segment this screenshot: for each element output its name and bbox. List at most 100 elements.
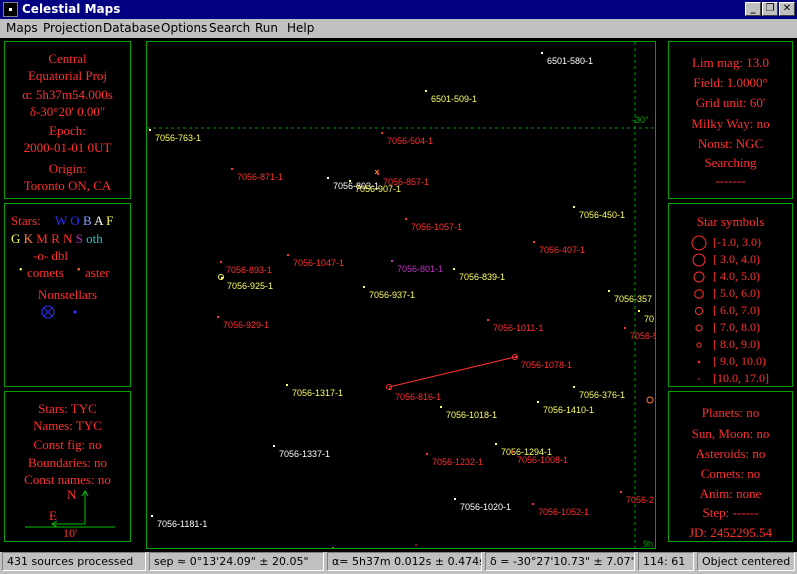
origin-value: Toronto ON, CA: [23, 178, 112, 193]
star-label[interactable]: 7056-1294-1: [501, 447, 553, 457]
spectral-class-n: N: [63, 231, 76, 246]
star-marker[interactable]: [363, 286, 365, 288]
star-marker[interactable]: [440, 406, 442, 408]
star-label[interactable]: 7056-937-1: [369, 290, 416, 300]
restore-icon[interactable]: ❐: [762, 2, 778, 16]
star-marker[interactable]: [453, 268, 455, 270]
star-label[interactable]: 7056-839-1: [459, 272, 506, 282]
menu-database[interactable]: Database: [103, 21, 161, 35]
star-marker[interactable]: [495, 443, 497, 445]
sky-map-view[interactable]: -30° 9h 6501-580-1 6501-509-1 7056-763-1 70…: [146, 41, 656, 549]
star-marker[interactable]: [405, 218, 407, 220]
star-label[interactable]: 7056-1410-1: [543, 405, 595, 415]
star-label[interactable]: 7056-357: [614, 294, 653, 304]
star-label[interactable]: 7056-1337-1: [279, 449, 331, 459]
star-label[interactable]: 7056-1011-1: [493, 323, 544, 333]
menu-projection[interactable]: Projection: [43, 21, 103, 35]
menu-options[interactable]: Options: [161, 21, 208, 35]
star-marker[interactable]: [381, 132, 383, 134]
star-label[interactable]: 7056-1047-1: [293, 258, 345, 268]
star-label[interactable]: 7056-893-1: [226, 265, 273, 275]
star-label[interactable]: 7056-407-1: [539, 245, 586, 255]
star-marker[interactable]: [327, 177, 329, 179]
star-marker[interactable]: [221, 277, 223, 279]
star-label[interactable]: 7056-450-1: [579, 210, 626, 220]
star-label[interactable]: 7056-504-1: [387, 136, 434, 146]
solar-system-panel: Planets: no Sun, Moon: no Asteroids: no …: [668, 391, 793, 542]
spectral-class-s: S: [75, 231, 87, 246]
star-label[interactable]: 7056-929-1: [223, 320, 270, 330]
star-marker[interactable]: [286, 384, 288, 386]
star-marker[interactable]: [624, 327, 626, 329]
star-symbols-title: Star symbols: [696, 214, 765, 229]
app-icon[interactable]: [3, 2, 18, 17]
star-marker[interactable]: [287, 254, 289, 256]
star-marker[interactable]: [151, 515, 153, 517]
star-label[interactable]: 7056-1317-1: [292, 388, 344, 398]
minimize-icon[interactable]: _: [745, 2, 761, 16]
status-sources: 431 sources processed: [2, 552, 146, 571]
star-label[interactable]: 7056-801-1: [397, 264, 444, 274]
star-marker[interactable]: [573, 206, 575, 208]
menu-search[interactable]: Search: [209, 21, 251, 35]
star-marker[interactable]: [541, 52, 543, 54]
star-label[interactable]: 7056-1018-1: [446, 410, 498, 420]
menu-maps[interactable]: Maps: [6, 21, 38, 35]
star-marker[interactable]: [608, 290, 610, 292]
magnitude-range-6: [ 8.0, 9.0): [713, 337, 760, 351]
star-label[interactable]: 7056-857-1: [383, 177, 430, 187]
star-label[interactable]: 7056-907-1: [355, 184, 402, 194]
star-label[interactable]: 6501-580-1: [547, 56, 594, 66]
star-marker[interactable]: [454, 498, 456, 500]
star-symbols-panel: Star symbols [-1.0, 3.0)[ 3.0, 4.0)[ 4.0…: [668, 203, 793, 387]
star-label[interactable]: 6501-509-1: [431, 94, 478, 104]
star-marker[interactable]: [533, 241, 535, 243]
star-label[interactable]: 7056-1078-1: [521, 360, 573, 370]
comet-symbol: •: [19, 265, 23, 276]
star-label[interactable]: 7056-508-1: [630, 331, 655, 341]
star-marker[interactable]: [231, 168, 233, 170]
star-label[interactable]: 7056-1052-1: [538, 507, 590, 517]
ra-grid-label: 9h: [643, 539, 654, 549]
star-marker[interactable]: [487, 319, 489, 321]
scale-label: 10': [63, 526, 78, 540]
star-marker[interactable]: [620, 491, 622, 493]
star-label[interactable]: 7056-816-1: [395, 392, 442, 402]
star-label[interactable]: 7056-803-1: [333, 181, 380, 191]
dec-grid-label: -30°: [632, 115, 649, 125]
star-marker[interactable]: [220, 261, 222, 263]
star-marker[interactable]: [217, 316, 219, 318]
star-label[interactable]: 7056-871-1: [237, 172, 284, 182]
comets-status: Comets: no: [700, 466, 761, 481]
star-label[interactable]: 7056-1020-1: [460, 502, 512, 512]
star-marker[interactable]: [573, 386, 575, 388]
star-label[interactable]: 7056-1057-1: [411, 222, 463, 232]
star-marker[interactable]: [638, 310, 640, 312]
star-label[interactable]: 70: [644, 314, 655, 324]
star-marker[interactable]: [389, 388, 391, 390]
step-status: Step: ------: [702, 505, 759, 520]
star-marker[interactable]: [426, 453, 428, 455]
star-marker[interactable]: [377, 173, 379, 175]
menu-run[interactable]: Run: [255, 21, 279, 35]
star-label[interactable]: 7056-1181-1: [157, 519, 208, 529]
star-label[interactable]: 7056-763-1: [155, 133, 202, 143]
center-dec: δ-30°20' 0.00": [29, 104, 106, 119]
close-icon[interactable]: ✕: [779, 2, 795, 16]
star-marker[interactable]: [349, 180, 351, 182]
star-marker[interactable]: [273, 445, 275, 447]
star-label[interactable]: 7056-2: [626, 495, 655, 505]
menu-bar: Maps Projection Database Options Search …: [0, 19, 797, 38]
star-label[interactable]: 7056-1008-1: [517, 455, 569, 465]
star-marker[interactable]: [515, 356, 517, 358]
star-label[interactable]: 7056-925-1: [227, 281, 274, 291]
star-marker[interactable]: [537, 401, 539, 403]
star-marker[interactable]: [511, 451, 513, 453]
star-marker[interactable]: [391, 260, 393, 262]
star-label[interactable]: 7056-376-1: [579, 390, 626, 400]
menu-help[interactable]: Help: [287, 21, 315, 35]
star-marker[interactable]: [532, 503, 534, 505]
star-marker[interactable]: [425, 90, 427, 92]
star-marker[interactable]: [149, 129, 151, 131]
star-label[interactable]: 7056-1232-1: [432, 457, 484, 467]
